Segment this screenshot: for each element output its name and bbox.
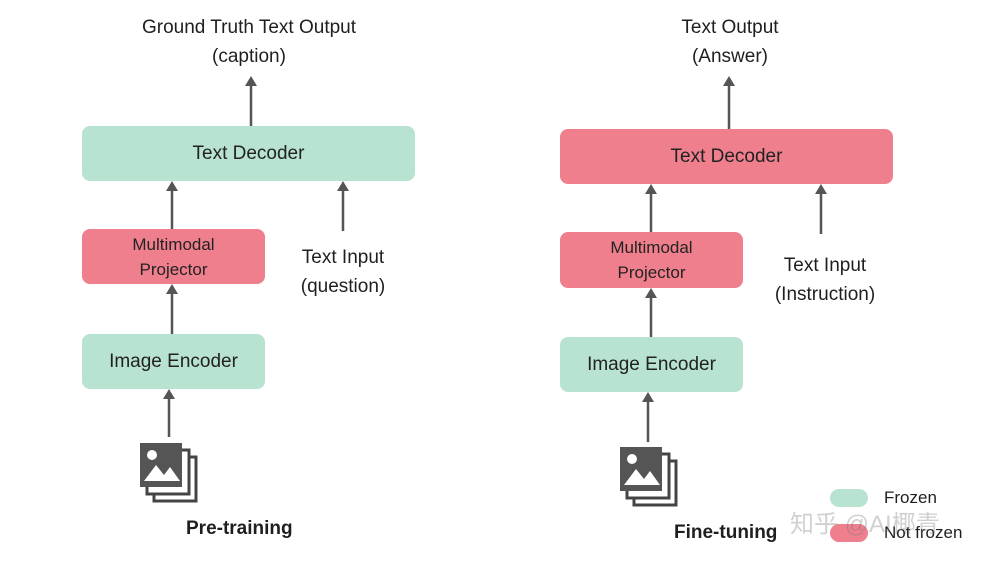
pretraining-text-decoder: Text Decoder: [82, 126, 415, 181]
pretraining-projector-line1: Multimodal: [132, 234, 215, 254]
watermark: 知乎 @AI椰青: [790, 511, 940, 538]
pretraining-image-to-encoder-arrow: [163, 389, 175, 437]
finetuning-output-line2: (Answer): [691, 46, 768, 67]
finetuning-image-to-encoder-arrow: [642, 392, 654, 442]
pretraining-text-decoder-label: Text Decoder: [192, 142, 305, 164]
pretraining-image-encoder: Image Encoder: [82, 334, 265, 389]
pretraining-multimodal-projector: Multimodal Projector: [82, 229, 265, 284]
finetuning-image-encoder: Image Encoder: [560, 337, 743, 392]
pretraining-text-input-label: Text Input (question): [283, 243, 403, 301]
legend-frozen-swatch: [830, 489, 868, 507]
finetuning-textinput-to-decoder-arrow: [815, 184, 827, 234]
finetuning-text-input-label: Text Input (Instruction): [755, 251, 895, 309]
pretraining-image-encoder-label: Image Encoder: [109, 350, 238, 372]
finetuning-text-input-line2: (Instruction): [774, 284, 876, 305]
finetuning-encoder-to-projector-arrow: [645, 288, 657, 337]
pretraining-textinput-to-decoder-arrow: [337, 181, 349, 231]
finetuning-caption: Fine-tuning: [674, 522, 778, 543]
finetuning-output-label: Text Output (Answer): [640, 13, 820, 71]
finetuning-projector-line1: Multimodal: [610, 238, 693, 257]
pretraining-encoder-to-projector-arrow: [166, 284, 178, 334]
legend-not-frozen-label: Not frozen: [884, 523, 963, 542]
finetuning-text-input-line1: Text Input: [783, 255, 867, 276]
finetuning-output-line1: Text Output: [681, 17, 779, 38]
pretraining-output-line2: (caption): [212, 46, 286, 67]
finetuning-multimodal-projector: Multimodal Projector: [560, 232, 743, 288]
pretraining-image-stack-icon: [140, 443, 198, 503]
finetuning-image-encoder-label: Image Encoder: [587, 353, 716, 375]
finetuning-text-decoder-label: Text Decoder: [670, 145, 783, 167]
pretraining-text-input-line1: Text Input: [301, 247, 385, 268]
finetuning-text-decoder: Text Decoder: [560, 129, 893, 184]
finetuning-image-stack-icon: [620, 447, 678, 507]
finetuning-projector-to-decoder-arrow: [645, 184, 657, 232]
pretraining-output-label: Ground Truth Text Output (caption): [99, 13, 399, 71]
pretraining-output-line1: Ground Truth Text Output: [141, 17, 357, 38]
pretraining-decoder-to-output-arrow: [245, 76, 257, 126]
pretraining-text-input-line2: (question): [300, 276, 386, 297]
finetuning-decoder-to-output-arrow: [723, 76, 735, 129]
pretraining-caption: Pre-training: [186, 518, 293, 539]
legend-frozen-label: Frozen: [884, 488, 937, 507]
finetuning-projector-line2: Projector: [617, 263, 686, 282]
legend-not-frozen-swatch: [830, 524, 868, 542]
pretraining-projector-line2: Projector: [139, 259, 208, 279]
pretraining-projector-to-decoder-arrow: [166, 181, 178, 229]
